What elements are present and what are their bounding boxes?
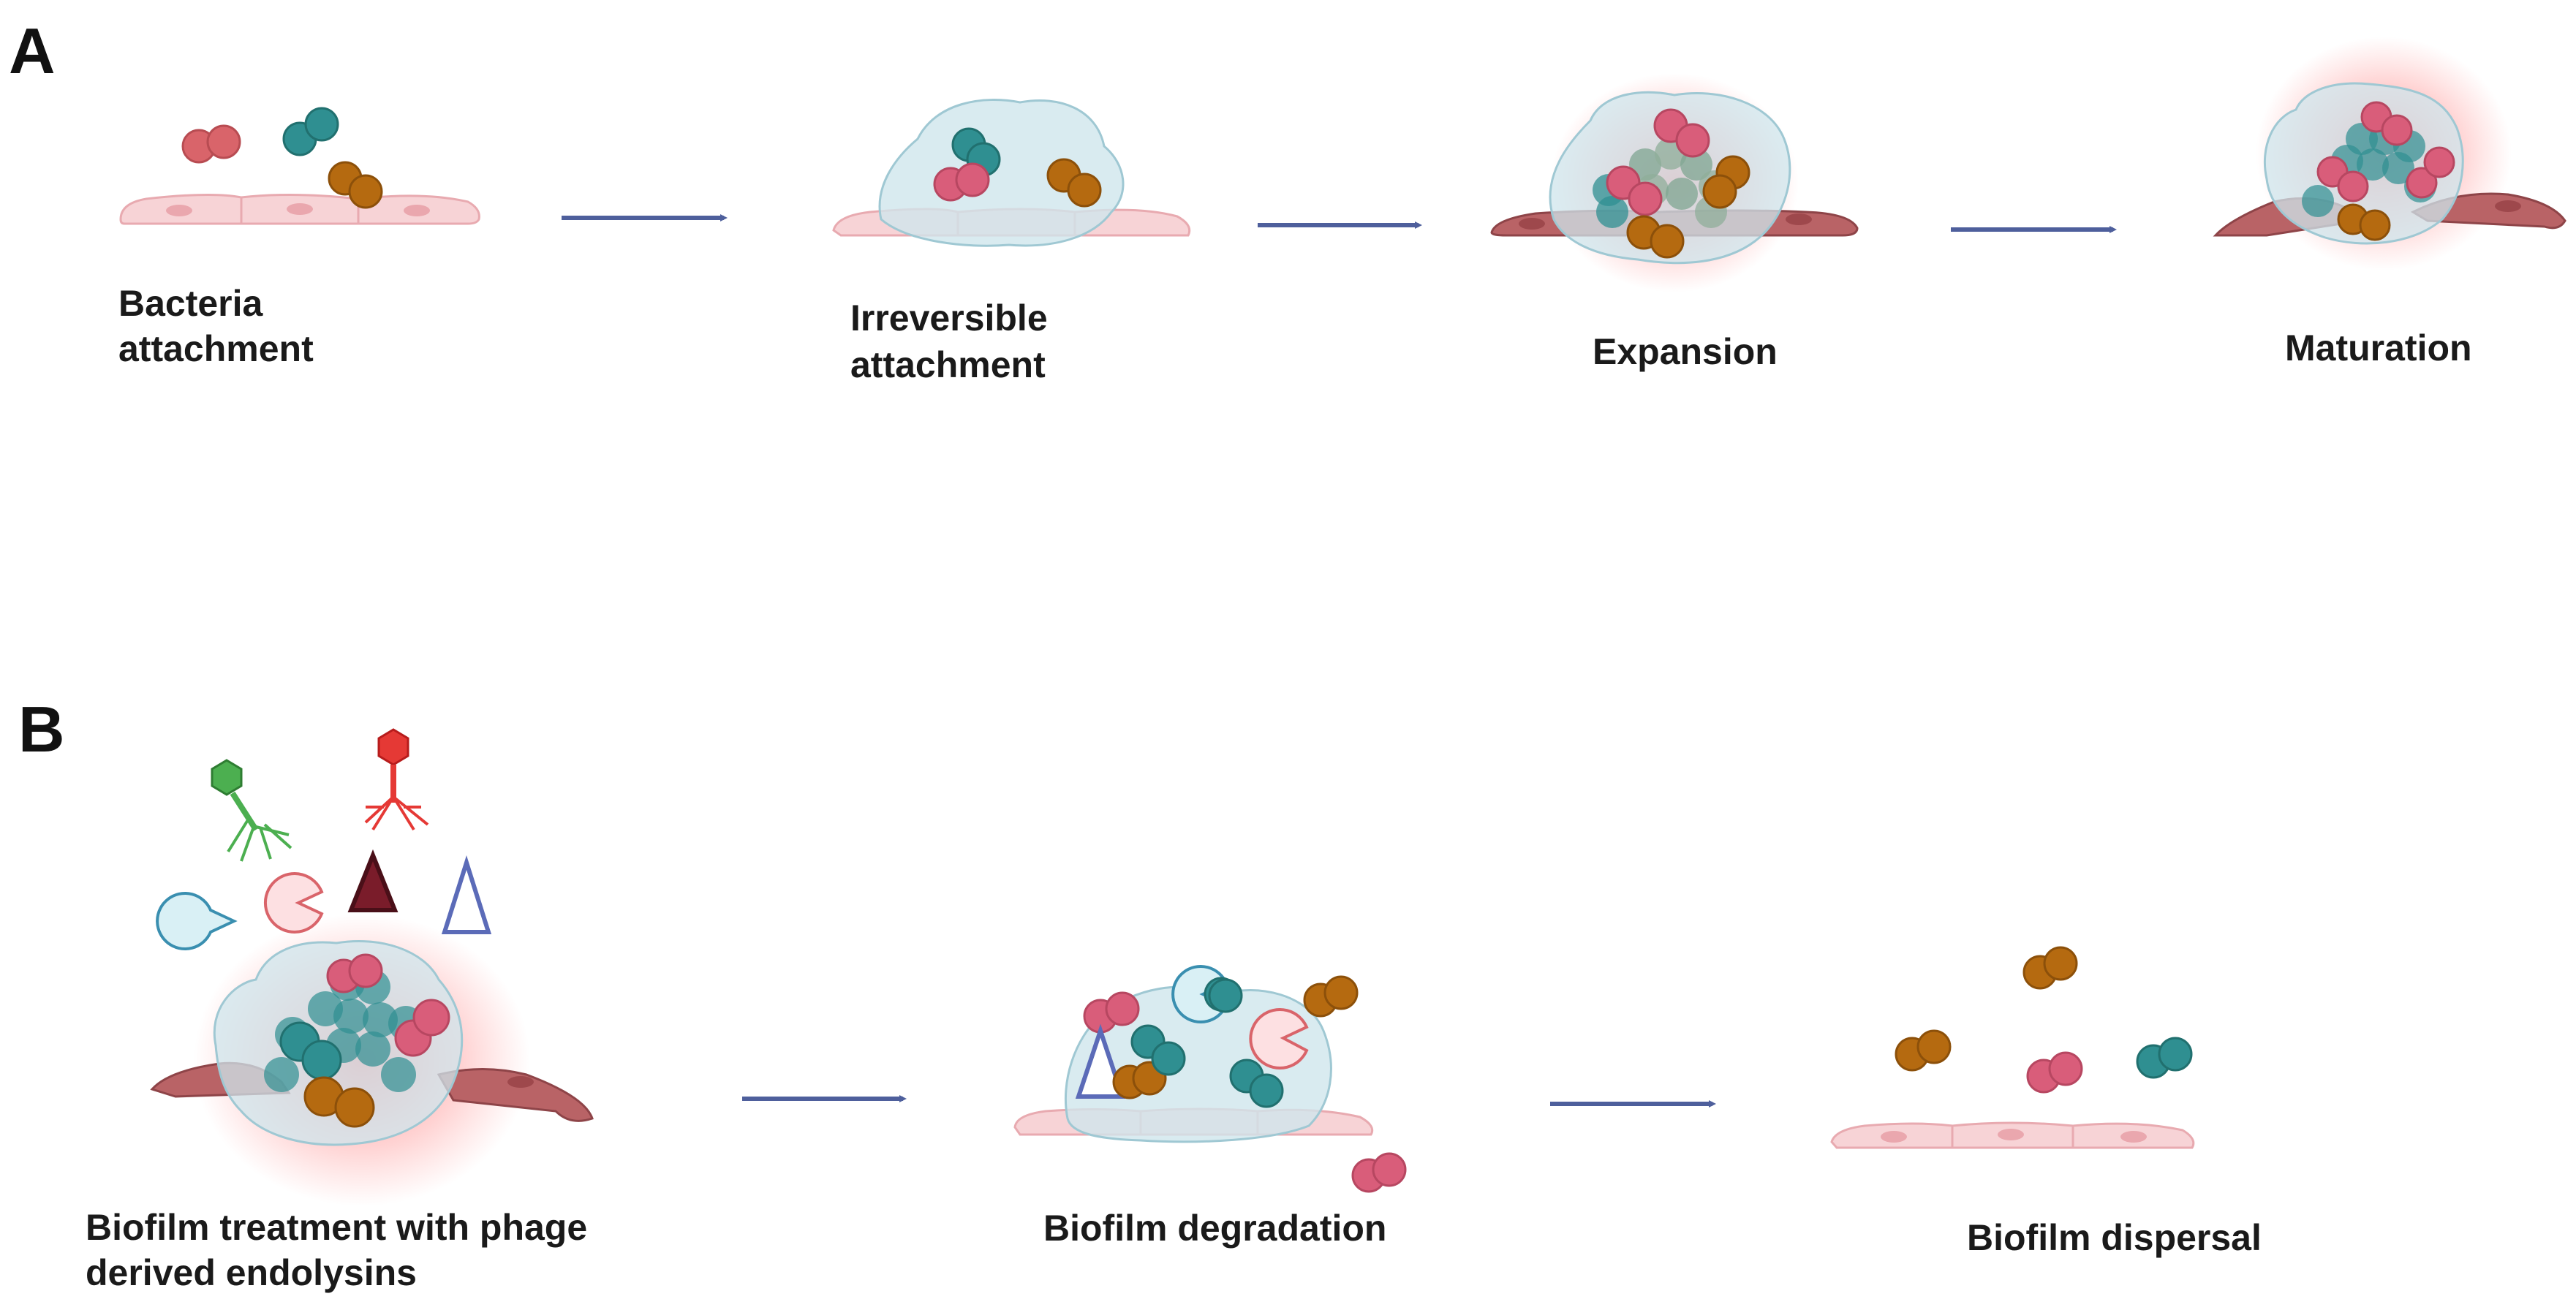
bacteria-diplococcus-icon — [282, 107, 339, 156]
host-cell-row-icon — [119, 193, 480, 225]
bacteria-diplococcus-icon — [1204, 977, 1243, 1013]
step-a1-label-line2: attachment — [118, 328, 314, 369]
step-a2-graphic — [832, 99, 1191, 247]
bacteria-diplococcus-icon — [2337, 203, 2391, 241]
host-cell-row-icon — [1830, 1121, 2195, 1149]
step-a2-label-line2: attachment — [850, 344, 1046, 385]
bacteriophage-icon — [211, 759, 292, 862]
bacteria-diplococcus-icon — [1351, 1152, 1407, 1193]
endolysin-triangle-icon — [1075, 1023, 1126, 1099]
step-a1-graphic — [119, 107, 480, 225]
step-b2-graphic — [1013, 965, 1407, 1193]
step-a1-label-line1: Bacteria — [118, 283, 264, 324]
bacteria-diplococcus-icon — [1626, 215, 1685, 259]
step-b1-label-line2: derived endolysins — [86, 1252, 417, 1293]
endolysin-triangle-icon — [441, 855, 492, 934]
bacteria-diplococcus-icon — [1702, 155, 1750, 209]
step-b1-label-line1: Biofilm treatment with phage — [86, 1207, 587, 1248]
bacteria-diplococcus-icon — [2026, 1051, 2083, 1094]
step-a3-label: Expansion — [1593, 331, 1778, 372]
step-a3-graphic — [1490, 73, 1859, 292]
panel-a-label: A — [9, 15, 56, 87]
bacteria-diplococcus-icon — [1130, 1024, 1186, 1076]
bacteria-diplococcus-icon — [1606, 165, 1663, 216]
bacteria-diplococcus-icon — [2136, 1037, 2193, 1079]
bacteriophage-icon — [364, 728, 429, 831]
step-b1-graphic — [150, 728, 594, 1206]
panel-b-label: B — [18, 693, 65, 765]
step-a4-label: Maturation — [2285, 328, 2472, 368]
endolysin-triangle-icon — [347, 849, 399, 912]
endolysin-pacman-icon — [1249, 1008, 1309, 1069]
bacteria-diplococcus-icon — [933, 162, 990, 202]
bacteria-diplococcus-icon — [326, 953, 383, 993]
bacteria-diplococcus-icon — [1083, 991, 1140, 1034]
endolysin-pacman-icon — [156, 892, 238, 950]
bacteria-diplococcus-icon — [1653, 108, 1710, 158]
bacteria-diplococcus-icon — [1895, 1029, 1952, 1072]
step-b3-label: Biofilm dispersal — [1967, 1217, 2262, 1258]
bacteria-diplococcus-icon — [303, 1076, 375, 1128]
step-b3-graphic — [1830, 946, 2195, 1149]
bacteria-diplococcus-icon — [2316, 156, 2369, 202]
bacteria-diplococcus-icon — [181, 124, 241, 164]
step-a4-graphic — [2213, 37, 2566, 270]
biofilm-matrix-icon — [878, 99, 1125, 247]
bacteria-diplococcus-icon — [2406, 146, 2455, 199]
bacteria-diplococcus-icon — [328, 161, 383, 209]
bacteria-diplococcus-icon — [2022, 946, 2078, 990]
step-b2-label: Biofilm degradation — [1043, 1208, 1386, 1249]
bacteria-diplococcus-icon — [2360, 101, 2413, 146]
step-a2-label-line1: Irreversible — [850, 298, 1048, 338]
bacteria-diplococcus-icon — [394, 999, 450, 1057]
endolysin-pacman-icon — [263, 872, 324, 934]
bacteria-diplococcus-icon — [1229, 1059, 1284, 1108]
bacteria-diplococcus-icon — [1303, 975, 1359, 1018]
bacteria-diplococcus-icon — [1046, 158, 1102, 208]
